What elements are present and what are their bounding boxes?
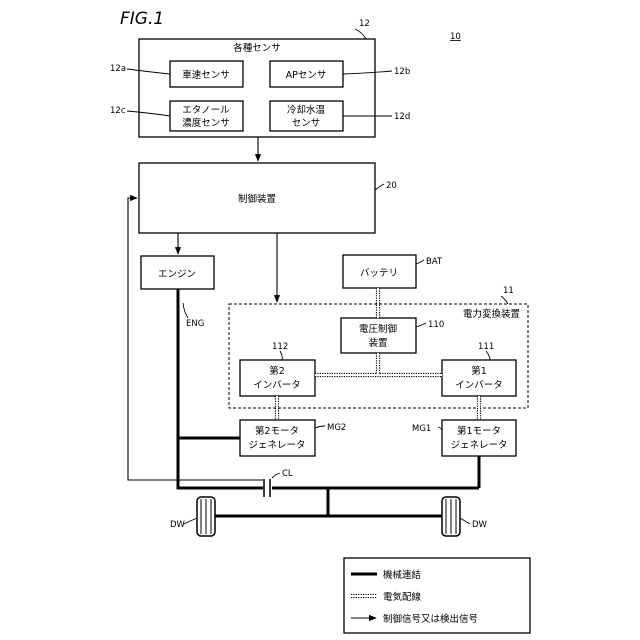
mg1-line1: 第1モータ (457, 425, 501, 437)
ap-sensor-label: APセンサ (286, 70, 327, 81)
figure-label: FIG.1 (120, 9, 164, 29)
legend-mechanical-label: 機械連結 (383, 569, 422, 581)
voltage-control-line1: 電圧制御 (359, 323, 397, 335)
engine-label: エンジン (158, 269, 196, 280)
coolant-sensor-line1: 冷却水温 (287, 104, 326, 116)
system-ref: 10 (450, 32, 461, 42)
mg1-line2: ジェネレータ (450, 440, 507, 451)
mg2-line2: ジェネレータ (248, 440, 305, 451)
sensors-title: 各種センサ (233, 42, 281, 54)
power-converter-title: 電力変換装置 (463, 308, 520, 320)
vehicle-speed-sensor-label: 車速センサ (182, 69, 230, 81)
right-wheel: DW (442, 497, 488, 536)
sensors-ref: 12 (359, 19, 370, 29)
right-wheel-ref: DW (472, 520, 488, 530)
first-inverter-line2: インバータ (455, 380, 503, 391)
mg2-block: 第2モータ ジェネレータ MG2 (240, 420, 346, 456)
left-wheel: DW (170, 497, 215, 536)
electrical-wiring (277, 288, 479, 420)
sensors-block: 各種センサ 12 車速センサ 12a APセンサ 12b エタノール 濃度センサ… (110, 19, 410, 137)
left-wheel-ref: DW (170, 520, 186, 530)
ap-sensor-ref: 12b (394, 67, 410, 77)
battery-label: バッテリ (360, 268, 398, 279)
ethanol-sensor-line2: 濃度センサ (182, 117, 230, 129)
battery-block: バッテリ BAT (343, 255, 443, 288)
controller-block: 制御装置 20 (139, 163, 397, 233)
mg1-block: 第1モータ ジェネレータ MG1 (412, 420, 516, 456)
second-inverter-ref: 112 (272, 342, 288, 352)
clutch: CL (264, 469, 293, 497)
voltage-control-ref: 110 (428, 320, 444, 330)
coolant-sensor-ref: 12d (394, 112, 410, 122)
controller-label: 制御装置 (238, 193, 276, 205)
legend-electrical-label: 電気配線 (383, 591, 422, 603)
second-inverter-line2: インバータ (253, 380, 301, 391)
coolant-sensor-line2: センサ (292, 118, 321, 129)
battery-ref: BAT (426, 257, 443, 267)
vehicle-speed-sensor-ref: 12a (110, 64, 126, 74)
clutch-ref: CL (282, 469, 293, 479)
second-inverter-line1: 第2 (269, 365, 285, 377)
mg1-ref: MG1 (412, 424, 431, 434)
mg2-ref: MG2 (327, 423, 346, 433)
legend-signal-label: 制御信号又は検出信号 (383, 613, 478, 625)
controller-ref: 20 (386, 181, 397, 191)
first-inverter-ref: 111 (478, 342, 494, 352)
ethanol-sensor-ref: 12c (110, 106, 126, 116)
engine-ref: ENG (186, 319, 204, 329)
legend: 機械連結 電気配線 制御信号又は検出信号 (344, 558, 530, 633)
ethanol-sensor-line1: エタノール (182, 105, 230, 116)
first-inverter-line1: 第1 (471, 365, 487, 377)
power-converter-ref: 11 (503, 286, 514, 296)
voltage-control-line2: 装置 (368, 337, 387, 349)
mg2-line1: 第2モータ (255, 425, 299, 437)
